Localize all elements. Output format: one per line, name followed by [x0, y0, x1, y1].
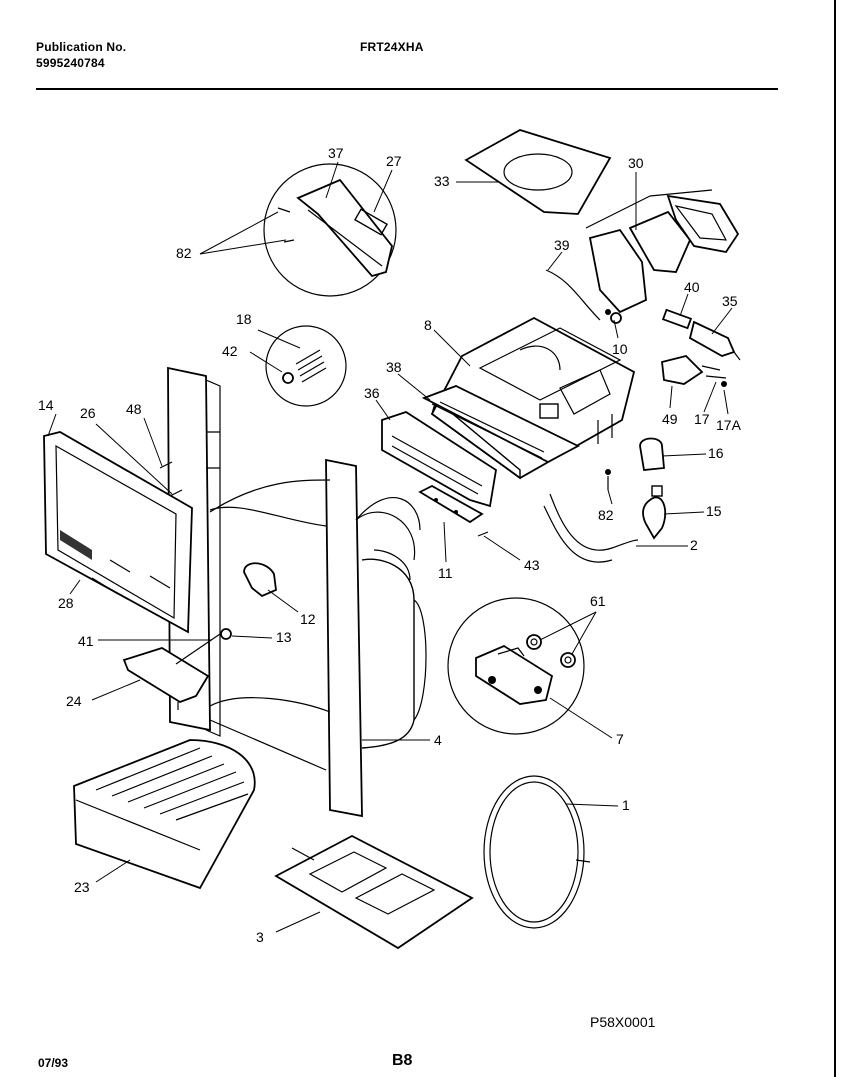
part-16-socket — [639, 437, 665, 471]
callout-82-upper: 82 — [176, 245, 192, 261]
callout-4: 4 — [434, 732, 442, 748]
part-24-actuator — [122, 628, 232, 710]
callout-49: 49 — [662, 411, 678, 427]
callout-10: 10 — [612, 341, 628, 357]
part-30-motor-assembly — [585, 189, 740, 314]
detail-circle-bracket — [263, 163, 397, 297]
callout-43: 43 — [524, 557, 540, 573]
part-38-control-board — [421, 385, 580, 464]
callout-8: 8 — [424, 317, 432, 333]
callout-40: 40 — [684, 279, 700, 295]
leader-lines — [47, 161, 733, 933]
callout-13: 13 — [276, 629, 292, 645]
callout-23: 23 — [74, 879, 90, 895]
callout-12: 12 — [300, 611, 316, 627]
part-33-top-cover — [464, 129, 612, 215]
callout-26: 26 — [80, 405, 96, 421]
screws-48-26 — [159, 461, 183, 497]
part-3-heater — [274, 834, 474, 950]
callout-7: 7 — [616, 731, 624, 747]
callout-labels: 37 27 33 30 82 39 40 35 18 8 10 42 38 36… — [38, 145, 742, 945]
callout-17: 17 — [694, 411, 710, 427]
callout-3: 3 — [256, 929, 264, 945]
callout-15: 15 — [706, 503, 722, 519]
callout-11: 11 — [438, 565, 453, 581]
callout-82-lower: 82 — [598, 507, 614, 523]
callout-37: 37 — [328, 145, 344, 161]
callout-30: 30 — [628, 155, 644, 171]
parts-39-40-35 — [545, 269, 741, 361]
callout-61: 61 — [590, 593, 606, 609]
callout-28: 28 — [58, 595, 74, 611]
model-number: FRT24XHA — [360, 40, 424, 54]
callout-16: 16 — [708, 445, 724, 461]
callout-2: 2 — [690, 537, 698, 553]
header-rule — [36, 88, 778, 90]
publication-number: 5995240784 — [36, 56, 105, 70]
callout-42: 42 — [222, 343, 238, 359]
screw-82 — [605, 469, 611, 490]
part-15-bulb — [642, 485, 667, 540]
callout-24: 24 — [66, 693, 82, 709]
callout-1: 1 — [622, 797, 630, 813]
part-1-gasket — [483, 775, 591, 929]
callout-36: 36 — [364, 385, 380, 401]
parts-49-17 — [661, 355, 727, 387]
part-14-display-panel — [43, 431, 193, 634]
callout-14: 14 — [38, 397, 54, 413]
diagram-code: P58X0001 — [590, 1014, 656, 1030]
part-23-drip-tray — [73, 739, 256, 890]
callout-18: 18 — [236, 311, 252, 327]
part-36-panel — [381, 411, 497, 508]
callout-35: 35 — [722, 293, 738, 309]
part-2-harness — [543, 493, 639, 563]
callout-33: 33 — [434, 173, 450, 189]
publication-label: Publication No. — [36, 40, 127, 54]
callout-27: 27 — [386, 153, 402, 169]
callout-39: 39 — [554, 237, 570, 253]
part-11-bracket — [418, 484, 489, 537]
part-12-clip — [243, 562, 277, 598]
callout-41: 41 — [78, 633, 94, 649]
callout-48: 48 — [126, 401, 142, 417]
detail-circle-spring — [265, 325, 347, 407]
callout-38: 38 — [386, 359, 402, 375]
callout-17a: 17A — [716, 417, 742, 433]
footer-date: 07/93 — [38, 1056, 69, 1070]
page-border — [834, 0, 836, 1077]
page-number: B8 — [392, 1052, 413, 1069]
detail-circle-switch — [447, 597, 585, 735]
